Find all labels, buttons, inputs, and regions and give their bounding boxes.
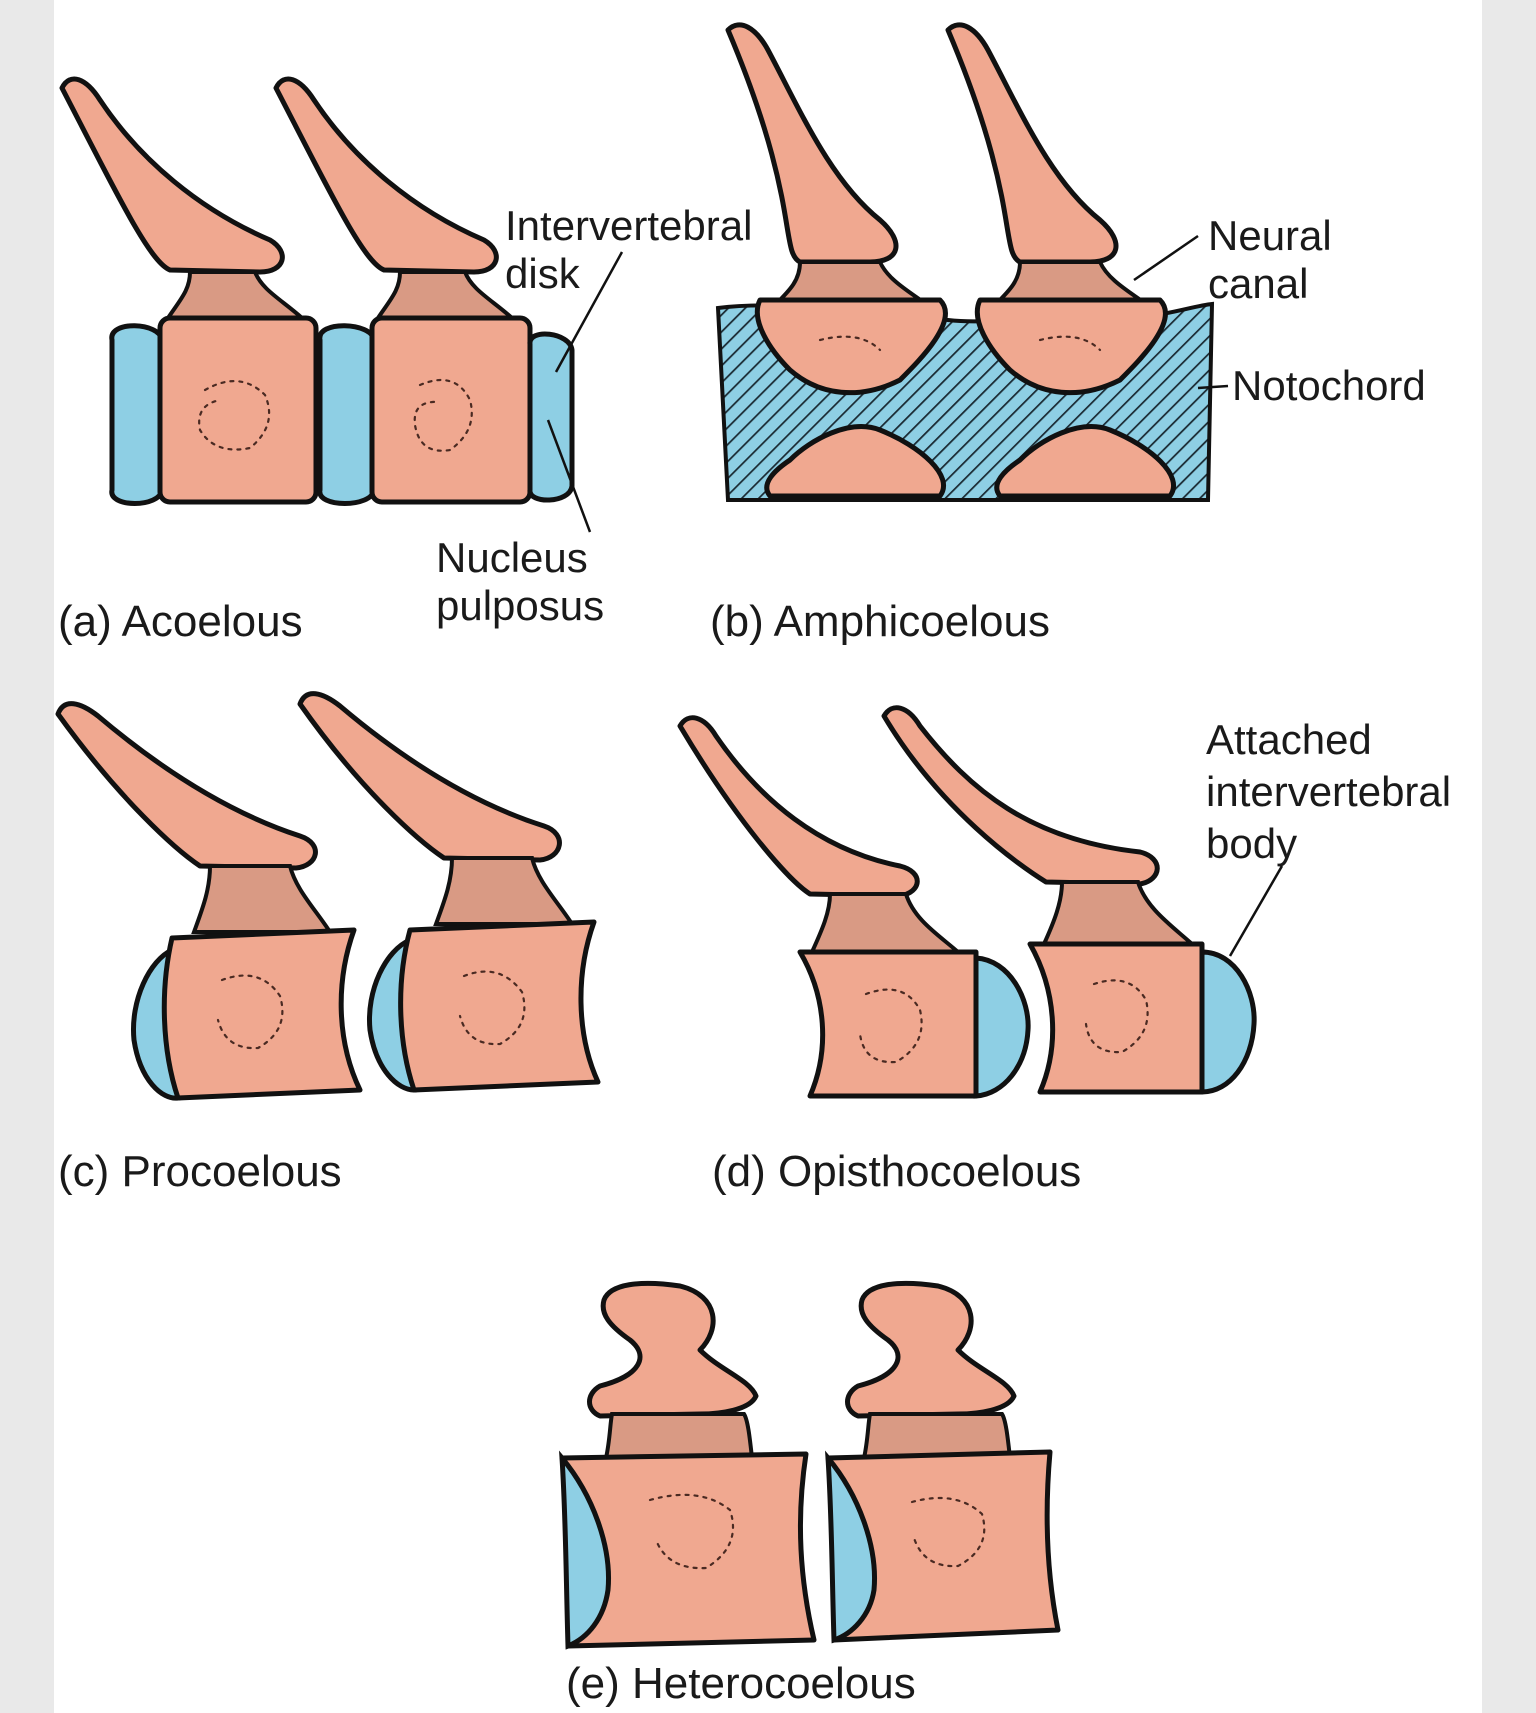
neural-spine [725, 22, 899, 265]
centrum-upper [974, 297, 1168, 396]
intervertebral-disk-label: Intervertebral disk [505, 202, 764, 297]
intervertebral-disk [317, 323, 377, 506]
attached-intervertebral-body-leader [1228, 865, 1284, 957]
neural-spine [945, 22, 1119, 265]
caption-heterocoelous: (e) Heterocoelous [566, 1659, 916, 1708]
vertebral-centrum [157, 315, 319, 505]
panel-a-acoelous: Intervertebral disk Nucleus pulposus (a)… [58, 76, 764, 646]
panel-e-heterocoelous: (e) Heterocoelous [559, 1280, 1061, 1708]
panel-d-opisthocoelous: Attached intervertebral body (d) Opistho… [677, 705, 1463, 1196]
vertebral-centrum [161, 927, 363, 1101]
procoelous-vertebra-1 [55, 701, 363, 1101]
neural-spine [273, 76, 499, 275]
acoelous-vertebra-2 [273, 76, 575, 506]
neural-spine [881, 705, 1160, 887]
neural-spine [55, 701, 318, 871]
posterior-cartilage [973, 955, 1031, 1099]
neural-spine [59, 76, 285, 275]
caption-amphicoelous: (b) Amphicoelous [710, 597, 1050, 646]
centrum-upper [754, 297, 948, 396]
neural-spine [587, 1280, 759, 1419]
neural-canal-leader [1133, 234, 1199, 282]
intervertebral-disk [109, 323, 165, 506]
nucleus-pulposus-label: Nucleus pulposus [436, 534, 604, 629]
nucleus-pulposus-leader [546, 419, 592, 533]
notochord-leader [1197, 384, 1229, 390]
centrum-texture [216, 974, 284, 1050]
opisthocoelous-vertebra-2 [881, 705, 1257, 1095]
heterocoelous-vertebra-2 [825, 1280, 1061, 1644]
panel-b-amphicoelous: Neural canal Notochord (b) Amphicoelous [710, 22, 1426, 646]
centrum-texture [910, 1496, 986, 1568]
panel-c-procoelous: (c) Procoelous [55, 691, 601, 1196]
centrum-texture [198, 380, 271, 451]
neural-spine [845, 1280, 1017, 1419]
neural-arch [603, 1412, 755, 1460]
centrum-texture [1084, 979, 1149, 1054]
centrum-texture [648, 1493, 735, 1570]
intervertebral-disk-leader [554, 251, 624, 373]
neural-spine [677, 715, 920, 899]
centrum-lower [764, 424, 946, 499]
neural-spine [297, 691, 562, 863]
centrum-texture [458, 970, 526, 1046]
centrum-texture [818, 335, 882, 352]
amphicoelous-vertebra-2 [945, 22, 1176, 499]
centrum-lower [994, 424, 1176, 499]
saddle-cartilage [825, 1450, 878, 1644]
attached-intervertebral-body-label: Attached intervertebral body [1206, 716, 1463, 867]
centrum-texture [413, 378, 473, 452]
opisthocoelous-vertebra-1 [677, 715, 1031, 1099]
caption-opisthocoelous: (d) Opisthocoelous [712, 1147, 1081, 1196]
saddle-cartilage [559, 1450, 612, 1650]
amphicoelous-vertebra-1 [725, 22, 948, 499]
vertebral-centrum [369, 315, 533, 505]
caption-acoelous: (a) Acoelous [58, 597, 303, 646]
intervertebral-disk [527, 331, 575, 503]
posterior-cartilage [1199, 949, 1257, 1095]
centrum-texture [1038, 335, 1102, 352]
vertebral-centrum [398, 919, 601, 1093]
procoelous-vertebra-2 [297, 691, 601, 1093]
centrum-texture [858, 988, 923, 1064]
acoelous-vertebra-1 [59, 76, 319, 506]
vertebral-centrum [1027, 941, 1205, 1095]
notochord-label: Notochord [1232, 362, 1426, 409]
heterocoelous-vertebra-1 [559, 1280, 817, 1650]
vertebral-centrum [797, 949, 979, 1099]
caption-procoelous: (c) Procoelous [58, 1147, 342, 1196]
neural-canal-label: Neural canal [1208, 212, 1343, 307]
